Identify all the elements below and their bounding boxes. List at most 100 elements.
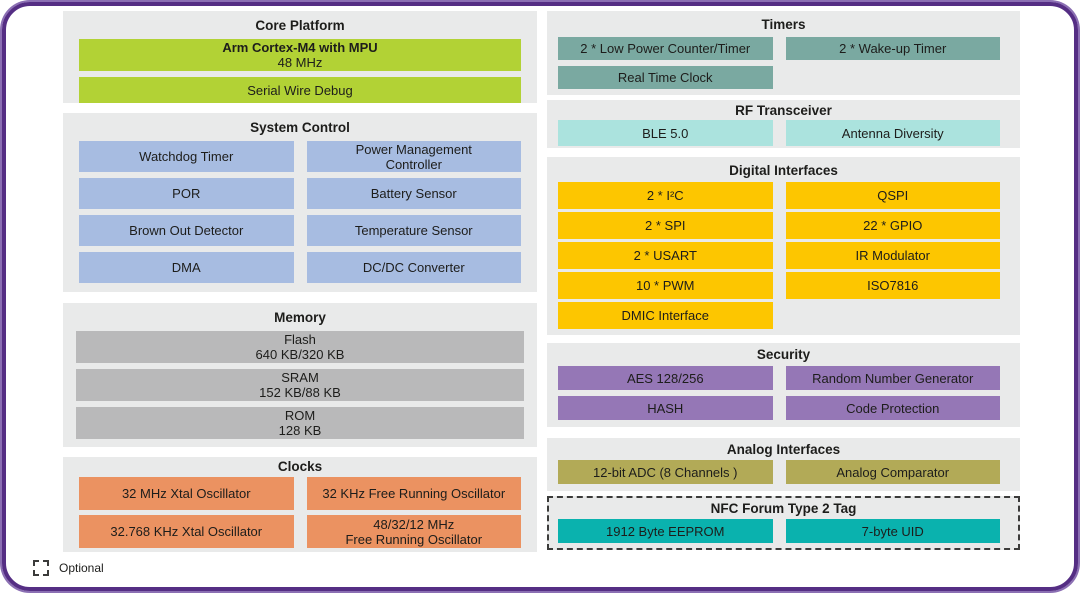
block-serial-wire-debug: Serial Wire Debug — [79, 77, 521, 103]
block-label: Flash — [284, 332, 316, 347]
block-watchdog-timer: Watchdog Timer — [79, 141, 294, 172]
block-brown-out-detector: Brown Out Detector — [79, 215, 294, 246]
section-title: NFC Forum Type 2 Tag — [710, 501, 857, 516]
legend-optional: Optional — [33, 560, 104, 576]
section-title: Analog Interfaces — [726, 442, 841, 457]
block-qspi: QSPI — [785, 182, 1000, 209]
block-power-management-controller: Power Management Controller — [306, 141, 521, 172]
block-pwm: 10 * PWM — [558, 272, 773, 299]
block-iso7816: ISO7816 — [785, 272, 1000, 299]
block-ir-modulator: IR Modulator — [785, 242, 1000, 269]
block-sublabel: 640 KB/320 KB — [255, 347, 345, 362]
block-label: SRAM — [281, 370, 319, 385]
block-sublabel: Controller — [385, 156, 442, 172]
block-32768khz-xtal-oscillator: 32.768 KHz Xtal Oscillator — [79, 515, 294, 548]
block-label: Watchdog Timer — [139, 149, 234, 164]
section-title: System Control — [250, 120, 350, 135]
block-dmic-interface: DMIC Interface — [558, 302, 773, 329]
block-gpio: 22 * GPIO — [785, 212, 1000, 239]
block-32khz-free-running-oscillator: 32 KHz Free Running Oscillator — [306, 477, 521, 510]
block-adc: 12-bit ADC (8 Channels ) — [558, 460, 773, 484]
block-sublabel: Free Running Oscillator — [345, 531, 483, 547]
block-label: 2 * SPI — [645, 218, 686, 233]
section-title: Timers — [761, 17, 806, 32]
digital-right-column: QSPI 22 * GPIO IR Modulator ISO7816 — [785, 182, 1000, 299]
block-sublabel: 128 KB — [278, 423, 322, 438]
block-por: POR — [79, 178, 294, 209]
section-title: Memory — [274, 310, 326, 325]
block-label: DC/DC Converter — [362, 260, 465, 275]
digital-left-column: 2 * I²C 2 * SPI 2 * USART 10 * PWM DMIC … — [558, 182, 773, 329]
section-memory: Memory Flash 640 KB/320 KB SRAM 152 KB/8… — [63, 303, 537, 447]
block-sublabel: 48 MHz — [277, 55, 323, 70]
block-label: 2 * Wake-up Timer — [839, 41, 947, 56]
block-dcdc-converter: DC/DC Converter — [306, 252, 521, 283]
section-title: Core Platform — [255, 18, 345, 33]
block-sram: SRAM 152 KB/88 KB — [76, 369, 524, 401]
block-label: IR Modulator — [855, 248, 930, 263]
block-hash: HASH — [558, 396, 773, 420]
section-title: RF Transceiver — [735, 103, 832, 118]
block-arm-cortex-m4: Arm Cortex-M4 with MPU 48 MHz — [79, 39, 521, 71]
section-title: Security — [756, 347, 811, 362]
block-label: Brown Out Detector — [129, 223, 244, 238]
block-label: DMIC Interface — [621, 308, 709, 323]
block-label: Real Time Clock — [617, 70, 713, 85]
block-nfc-uid: 7-byte UID — [785, 519, 1000, 543]
block-rom: ROM 128 KB — [76, 407, 524, 439]
block-i2c: 2 * I²C — [558, 182, 773, 209]
section-title: Clocks — [277, 459, 323, 474]
section-analog-interfaces: Analog Interfaces 12-bit ADC (8 Channels… — [547, 438, 1020, 491]
block-spi: 2 * SPI — [558, 212, 773, 239]
section-system-control: System Control Watchdog Timer Power Mana… — [63, 113, 537, 292]
block-label: POR — [172, 186, 201, 201]
block-label: AES 128/256 — [626, 370, 704, 386]
block-flash: Flash 640 KB/320 KB — [76, 331, 524, 363]
block-label: 22 * GPIO — [863, 218, 923, 233]
block-dma: DMA — [79, 252, 294, 283]
block-32mhz-xtal-oscillator: 32 MHz Xtal Oscillator — [79, 477, 294, 510]
legend-label: Optional — [59, 561, 104, 575]
block-battery-sensor: Battery Sensor — [306, 178, 521, 209]
block-label: Random Number Generator — [812, 370, 974, 386]
block-label: 32 KHz Free Running Oscillator — [322, 486, 506, 501]
block-label: HASH — [647, 400, 684, 416]
block-48-32-12mhz-free-running-oscillator: 48/32/12 MHz Free Running Oscillator — [306, 515, 521, 548]
section-rf-transceiver: RF Transceiver BLE 5.0 Antenna Diversity — [547, 100, 1020, 148]
block-antenna-diversity: Antenna Diversity — [785, 120, 1000, 146]
section-security: Security AES 128/256 Random Number Gener… — [547, 343, 1020, 427]
block-label: Arm Cortex-M4 with MPU — [222, 40, 378, 55]
block-label: 2 * Low Power Counter/Timer — [580, 41, 751, 56]
block-label: 32 MHz Xtal Oscillator — [121, 486, 251, 501]
block-random-number-generator: Random Number Generator — [785, 366, 1000, 390]
block-label: Serial Wire Debug — [247, 82, 353, 98]
block-label: 2 * USART — [633, 248, 697, 263]
block-wake-up-timer: 2 * Wake-up Timer — [785, 37, 1000, 60]
block-label: 12-bit ADC (8 Channels ) — [592, 464, 738, 480]
block-usart: 2 * USART — [558, 242, 773, 269]
block-label: DMA — [171, 260, 201, 275]
block-analog-comparator: Analog Comparator — [785, 460, 1000, 484]
block-label: Antenna Diversity — [841, 125, 944, 141]
block-label: 7-byte UID — [861, 523, 924, 539]
block-label: Power Management — [355, 141, 472, 157]
block-real-time-clock: Real Time Clock — [558, 66, 773, 89]
block-label: 1912 Byte EEPROM — [606, 523, 725, 539]
block-temperature-sensor: Temperature Sensor — [306, 215, 521, 246]
dashed-box-icon — [33, 560, 49, 576]
block-code-protection: Code Protection — [785, 396, 1000, 420]
block-nfc-eeprom: 1912 Byte EEPROM — [558, 519, 773, 543]
block-ble-5-0: BLE 5.0 — [558, 120, 773, 146]
block-low-power-counter-timer: 2 * Low Power Counter/Timer — [558, 37, 773, 60]
block-label: Battery Sensor — [370, 186, 457, 201]
block-label: Analog Comparator — [836, 464, 950, 480]
section-nfc-forum-type-2-tag: NFC Forum Type 2 Tag 1912 Byte EEPROM 7-… — [547, 496, 1020, 550]
block-label: QSPI — [877, 188, 909, 203]
section-timers: Timers 2 * Low Power Counter/Timer 2 * W… — [547, 11, 1020, 95]
block-sublabel: 152 KB/88 KB — [259, 385, 341, 400]
block-label: ROM — [284, 408, 316, 423]
section-clocks: Clocks 32 MHz Xtal Oscillator 32 KHz Fre… — [63, 457, 537, 552]
block-label: Code Protection — [846, 400, 940, 416]
block-label: 48/32/12 MHz — [373, 516, 455, 532]
